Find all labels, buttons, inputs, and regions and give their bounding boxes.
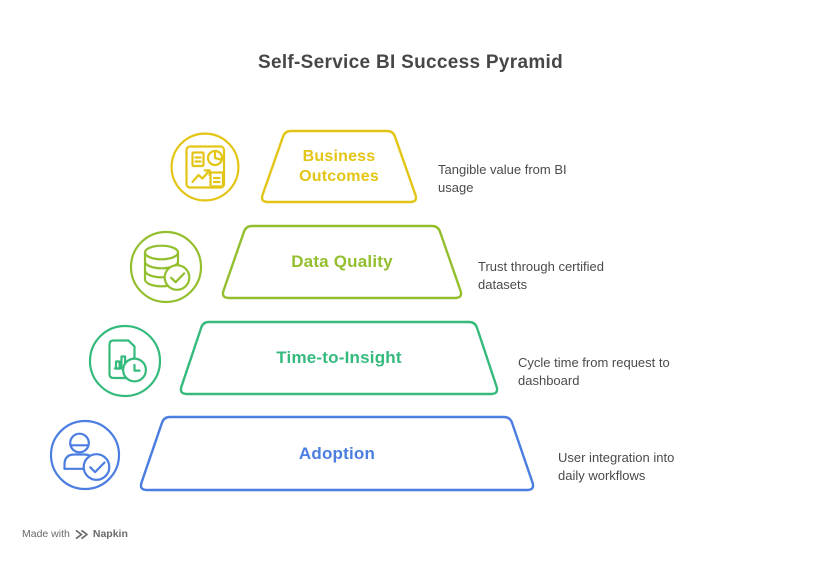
layer-label-business-outcomes: Business Outcomes <box>299 147 379 185</box>
layer-description-adoption: User integration into daily workflows <box>558 450 675 483</box>
layer-label-time-to-insight: Time-to-Insight <box>276 348 402 367</box>
napkin-brand-text: Napkin <box>92 528 128 540</box>
pyramid-layer-data-quality <box>219 224 465 300</box>
user-check-icon <box>48 418 122 492</box>
pyramid-layer-business-outcomes <box>258 129 420 204</box>
layer-label-data-quality: Data Quality <box>291 252 393 271</box>
made-with-napkin-credit: Made with Napkin <box>22 528 128 540</box>
napkin-logo-icon <box>75 529 88 539</box>
document-chart-clock-icon <box>87 323 163 399</box>
page-title: Self-Service BI Success Pyramid <box>257 52 563 73</box>
pyramid-layer-adoption <box>137 415 537 492</box>
report-dashboard-icon <box>169 131 241 203</box>
layer-description-time-to-insight: Cycle time from request to dashboard <box>518 355 670 388</box>
database-check-icon <box>128 229 204 305</box>
layer-label-adoption: Adoption <box>298 443 376 463</box>
pyramid-layer-time-to-insight <box>177 320 501 396</box>
layer-description-business-outcomes: Tangible value from BI usage <box>438 162 567 195</box>
made-with-text: Made with <box>22 528 70 540</box>
layer-description-data-quality: Trust through certified datasets <box>478 259 604 292</box>
